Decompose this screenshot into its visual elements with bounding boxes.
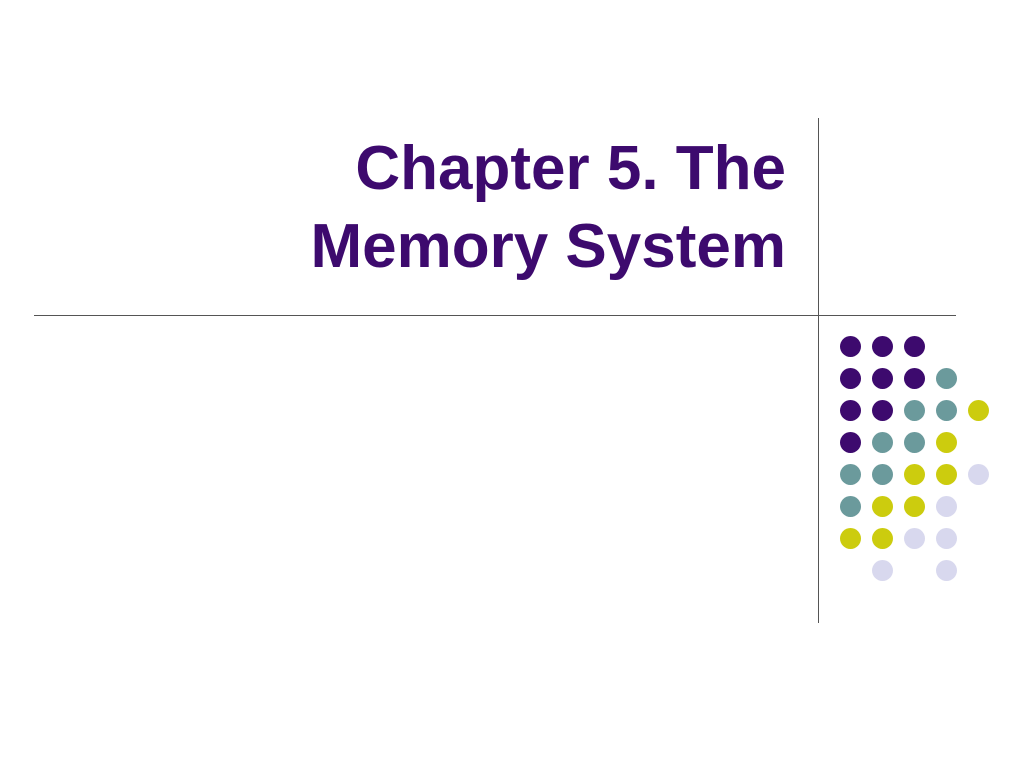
- decor-dot: [936, 368, 957, 389]
- decor-dot: [840, 496, 861, 517]
- decor-dot: [936, 528, 957, 549]
- decor-dot: [904, 528, 925, 549]
- decor-dot: [872, 432, 893, 453]
- decor-dot: [872, 336, 893, 357]
- decor-dot: [840, 528, 861, 549]
- decor-dot: [872, 368, 893, 389]
- decor-dot: [840, 336, 861, 357]
- decor-dot: [968, 400, 989, 421]
- decor-dot: [872, 464, 893, 485]
- decor-dot: [904, 496, 925, 517]
- decor-dot: [904, 432, 925, 453]
- decor-dot: [904, 400, 925, 421]
- decor-dot: [904, 368, 925, 389]
- decor-dot: [872, 496, 893, 517]
- decor-dot: [840, 432, 861, 453]
- decor-dot: [840, 400, 861, 421]
- title-line-1: Chapter 5. The: [355, 134, 786, 203]
- decor-dot: [904, 336, 925, 357]
- vertical-divider: [818, 118, 819, 623]
- decor-dot: [936, 432, 957, 453]
- decor-dot: [936, 400, 957, 421]
- decor-dot: [936, 560, 957, 581]
- decor-dot: [904, 464, 925, 485]
- decor-dot: [936, 496, 957, 517]
- decor-dot: [872, 400, 893, 421]
- decor-dot: [968, 464, 989, 485]
- decor-dot: [840, 464, 861, 485]
- decor-dot: [872, 528, 893, 549]
- decor-dot: [936, 464, 957, 485]
- decor-dot: [872, 560, 893, 581]
- horizontal-divider: [34, 315, 956, 316]
- slide-title: Chapter 5. The Memory System: [150, 130, 786, 286]
- decor-dot: [840, 368, 861, 389]
- title-line-2: Memory System: [310, 212, 786, 281]
